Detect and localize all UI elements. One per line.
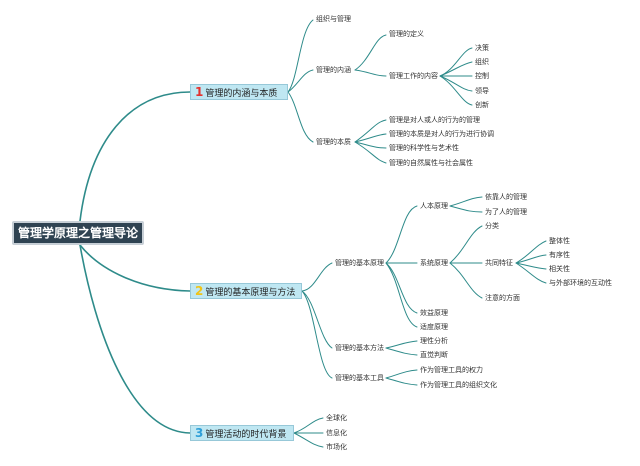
node-feature-item: 相关性 — [549, 265, 570, 273]
node-org-and-management: 组织与管理 — [316, 15, 351, 23]
connector-2m-i1 — [385, 347, 418, 356]
node-feature-item: 整体性 — [549, 237, 570, 245]
node-basic-methods: 管理的基本方法 — [335, 344, 384, 352]
connector-2p1-i0 — [449, 196, 483, 207]
node-feature-item: 有序性 — [549, 251, 570, 259]
topic-2-number: 2 — [195, 284, 204, 298]
node-management-essence: 管理的本质 — [316, 138, 351, 146]
node-system-category: 分类 — [485, 222, 499, 230]
connector-2p4 — [385, 262, 418, 328]
connector-2t-i1 — [385, 377, 418, 386]
node-essence-item: 管理是对人或人的行为的管理 — [389, 116, 480, 124]
node-work-item: 决策 — [475, 44, 489, 52]
connector-2p — [301, 262, 333, 292]
connector-3-i0 — [293, 417, 324, 434]
node-tool-item: 作为管理工具的组织文化 — [420, 381, 497, 389]
node-essence-item: 管理的科学性与艺术性 — [389, 144, 459, 152]
node-system-principle: 系统原理 — [420, 259, 448, 267]
node-work-item: 创新 — [475, 101, 489, 109]
connector-1b2-i1 — [439, 61, 473, 77]
connector-1c-i2 — [354, 141, 387, 149]
connector-2p1 — [385, 205, 418, 264]
root-branches — [79, 91, 191, 434]
node-work-item: 领导 — [475, 87, 489, 95]
connector-2p3 — [385, 262, 418, 314]
topic-1-title: 管理的内涵与本质 — [205, 89, 278, 99]
connector-2t — [301, 290, 333, 379]
connector-2p2b-i3 — [515, 262, 547, 284]
connector-1c-i0 — [354, 119, 387, 143]
connector-1b — [287, 69, 314, 93]
connector-root-1 — [79, 91, 191, 222]
connector-1c — [287, 91, 314, 143]
node-era-item: 市场化 — [326, 443, 347, 451]
connector-1b2-i4 — [439, 75, 473, 106]
node-humanistic-item: 依靠人的管理 — [485, 193, 527, 201]
connector-1c-i3 — [354, 141, 387, 164]
connector-root-3 — [79, 244, 191, 434]
connector-2p2b-i1 — [515, 254, 547, 264]
connector-2m — [301, 290, 333, 349]
node-method-item: 直觉判断 — [420, 351, 448, 359]
connector-1b2 — [354, 69, 387, 77]
topic-3-number: 3 — [195, 426, 204, 440]
topic-3-title: 管理活动的时代背景 — [205, 430, 287, 440]
node-common-features: 共同特征 — [485, 259, 513, 267]
connector-2p2c — [449, 262, 483, 299]
connector-2p2b-i2 — [515, 262, 547, 270]
connector-1c-i1 — [354, 133, 387, 143]
connector-1b2-i0 — [439, 47, 473, 77]
node-management-connotation: 管理的内涵 — [316, 66, 351, 74]
connector-root-2 — [79, 244, 191, 292]
node-work-item: 组织 — [475, 58, 489, 66]
topic-1-number: 1 — [195, 85, 204, 99]
node-feature-item: 与外部环境的互动性 — [549, 279, 612, 287]
node-basic-principles: 管理的基本原理 — [335, 259, 384, 267]
connector-2p2a — [449, 225, 483, 264]
section2-branches — [301, 196, 547, 386]
connector-2p2b-i0 — [515, 240, 547, 264]
connector-2p1-i1 — [449, 205, 483, 213]
connector-2t-i0 — [385, 369, 418, 379]
section3-branches — [293, 417, 324, 448]
section1-branches — [287, 19, 473, 164]
connector-1a — [287, 19, 314, 93]
node-humanistic-principle: 人本原理 — [420, 202, 448, 210]
node-basic-tools: 管理的基本工具 — [335, 374, 384, 382]
node-tool-item: 作为管理工具的权力 — [420, 366, 483, 374]
node-era-item: 信息化 — [326, 429, 347, 437]
node-attention-aspects: 注意的方面 — [485, 294, 520, 302]
topic-2-title: 管理的基本原理与方法 — [205, 288, 296, 298]
node-essence-item: 管理的本质是对人的行为进行协调 — [389, 130, 494, 138]
connector-1b1 — [354, 34, 387, 71]
root-node: 管理学原理之管理导论 — [12, 221, 144, 245]
connector-2m-i0 — [385, 340, 418, 349]
node-management-work-content: 管理工作的内容 — [389, 72, 438, 80]
connector-3-i2 — [293, 432, 324, 448]
node-management-definition: 管理的定义 — [389, 30, 424, 38]
node-work-item: 控制 — [475, 72, 489, 80]
node-method-item: 理性分析 — [420, 337, 448, 345]
node-essence-item: 管理的自然属性与社会属性 — [389, 159, 473, 167]
node-benefit-principle: 效益原理 — [420, 309, 448, 317]
node-humanistic-item: 为了人的管理 — [485, 208, 527, 216]
node-moderation-principle: 适度原理 — [420, 323, 448, 331]
node-era-item: 全球化 — [326, 414, 347, 422]
connector-1b2-i3 — [439, 75, 473, 92]
